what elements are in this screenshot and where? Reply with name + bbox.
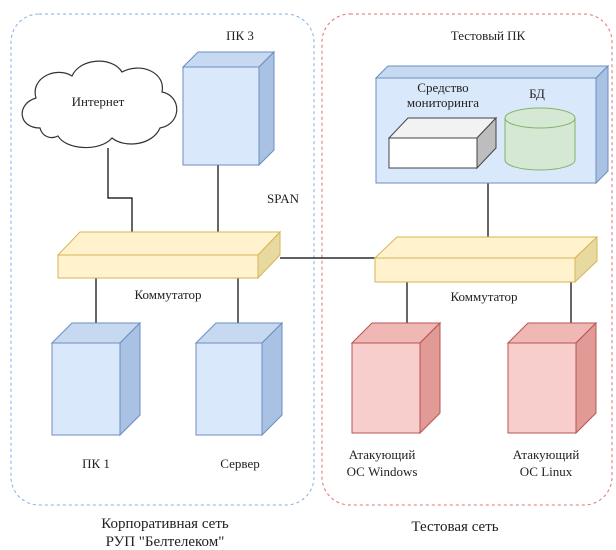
span-label: SPAN [267,191,300,206]
internet-cloud-icon [21,60,178,149]
pc1-label: ПК 1 [82,456,110,471]
db-label: БД [529,86,545,101]
corporate-network-zone [10,13,315,506]
test-network-caption: Тестовая сеть [411,519,498,535]
switch-left-label: Коммутатор [134,287,201,302]
monitoring-label-line2: мониторинга [407,95,479,110]
server-label: Сервер [220,456,259,471]
attacker-windows-label-line2: ОС Windows [347,464,418,479]
monitoring-label-line1: Средство [417,80,468,95]
switch-left-icon [56,230,282,280]
monitoring-tool-icon [387,116,498,170]
test-pc-label: Тестовый ПК [451,28,526,43]
corporate-network-caption-line1: Корпоративная сеть [101,516,229,532]
corporate-network-caption-line2: РУП "Белтелеком" [106,534,225,550]
attacker-windows-icon [350,321,442,435]
pc3-label: ПК 3 [226,28,254,43]
connections [95,148,572,323]
attacker-linux-label-line1: Атакующий [513,447,580,462]
link-internet-switch [107,148,133,232]
test-network-zone [321,13,613,506]
server-icon [194,321,284,437]
switch-right-label: Коммутатор [450,289,517,304]
database-icon [504,107,576,171]
internet-label: Интернет [72,94,125,109]
pc3-icon [181,50,276,167]
attacker-windows-label-line1: Атакующий [349,447,416,462]
attacker-linux-label-line2: ОС Linux [520,464,573,479]
switch-right-icon [373,235,599,284]
pc1-icon [50,321,142,437]
attacker-linux-icon [506,321,598,435]
